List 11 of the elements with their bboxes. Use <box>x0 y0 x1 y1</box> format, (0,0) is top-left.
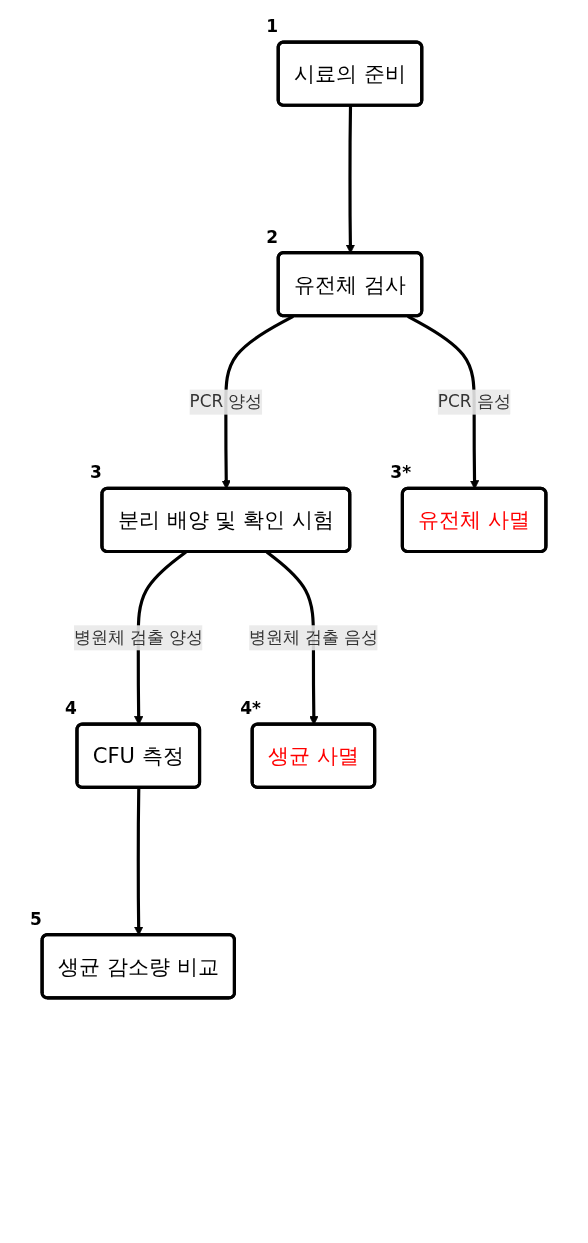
step-number: 3* <box>390 462 412 483</box>
step-number: 1 <box>266 16 279 37</box>
edge-label: PCR 양성 <box>189 391 263 412</box>
step-number: 4* <box>240 698 261 719</box>
edge-label: 병원체 검출 음성 <box>249 627 378 648</box>
edge-label: PCR 음성 <box>437 391 511 412</box>
step-number: 3 <box>89 462 102 483</box>
step-number: 4 <box>64 698 77 719</box>
step-number: 5 <box>30 908 42 929</box>
edge-label: 병원체 검출 양성 <box>73 627 203 648</box>
step-number: 2 <box>266 226 279 247</box>
